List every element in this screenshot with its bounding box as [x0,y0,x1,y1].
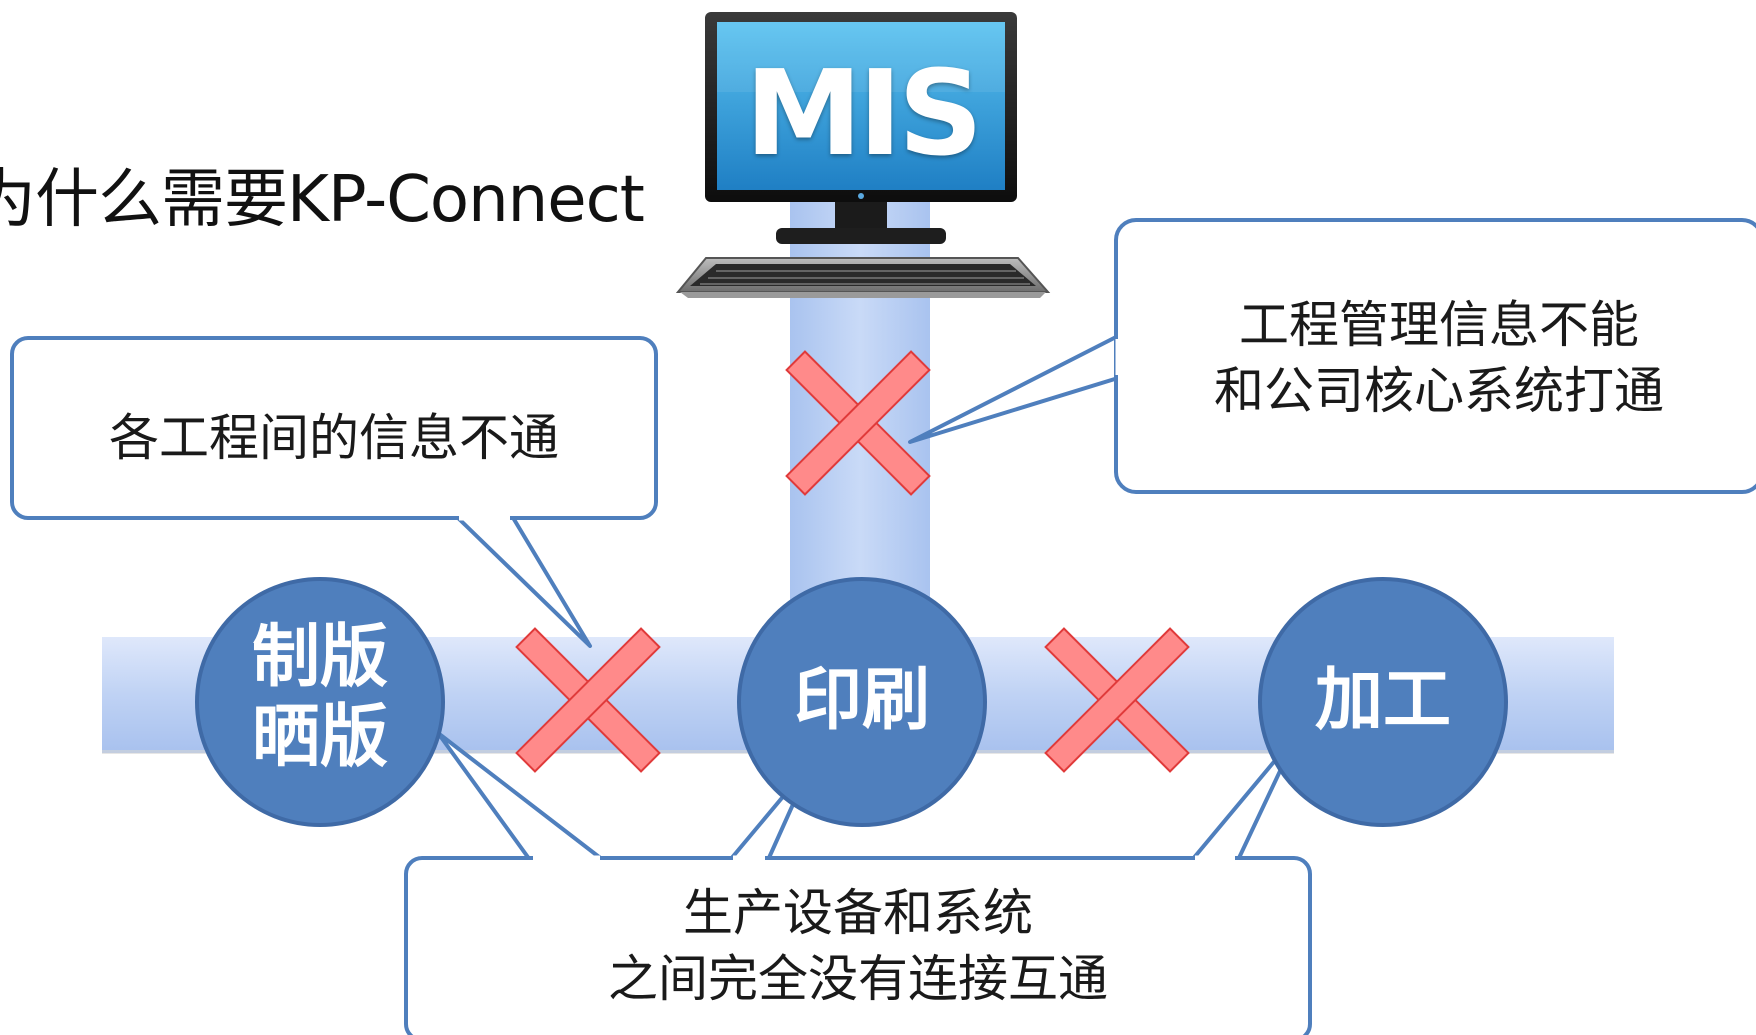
right-callout-line-1: 工程管理信息不能 [1239,296,1639,354]
cross-icon [1044,627,1190,773]
monitor-icon [675,12,1051,298]
keyboard-icon [675,257,1051,298]
bottom-callout-line-1: 生产设备和系统 [683,884,1033,942]
node-plate-label: 制版 晒版 [222,618,418,778]
node-plate-line-1: 制版 [251,618,388,697]
right-callout-tail [908,334,1120,444]
cross-icon [785,350,931,496]
left-callout-box [10,336,658,520]
node-process [1258,577,1508,827]
left-callout-tail [454,514,592,648]
vertical-connection-band [790,190,930,610]
page-title: 为什么需要KP-Connect [0,163,645,237]
node-plate-line-2: 晒版 [251,698,388,777]
node-process-label: 加工 [1314,661,1451,740]
cross-icon [515,627,661,773]
bottom-callout-box [404,856,1312,1035]
bottom-callout-text: 生产设备和系统 之间完全没有连接互通 [406,880,1310,1012]
left-callout-text: 各工程间的信息不通 [109,409,559,467]
right-callout-line-2: 和公司核心系统打通 [1214,362,1664,420]
monitor-label: MIS [744,44,983,182]
node-plate [195,577,445,827]
bottom-callout-line-2: 之间完全没有连接互通 [608,950,1108,1008]
right-callout-text: 工程管理信息不能 和公司核心系统打通 [1116,292,1756,424]
node-print [737,577,987,827]
node-print-label: 印刷 [793,661,930,740]
